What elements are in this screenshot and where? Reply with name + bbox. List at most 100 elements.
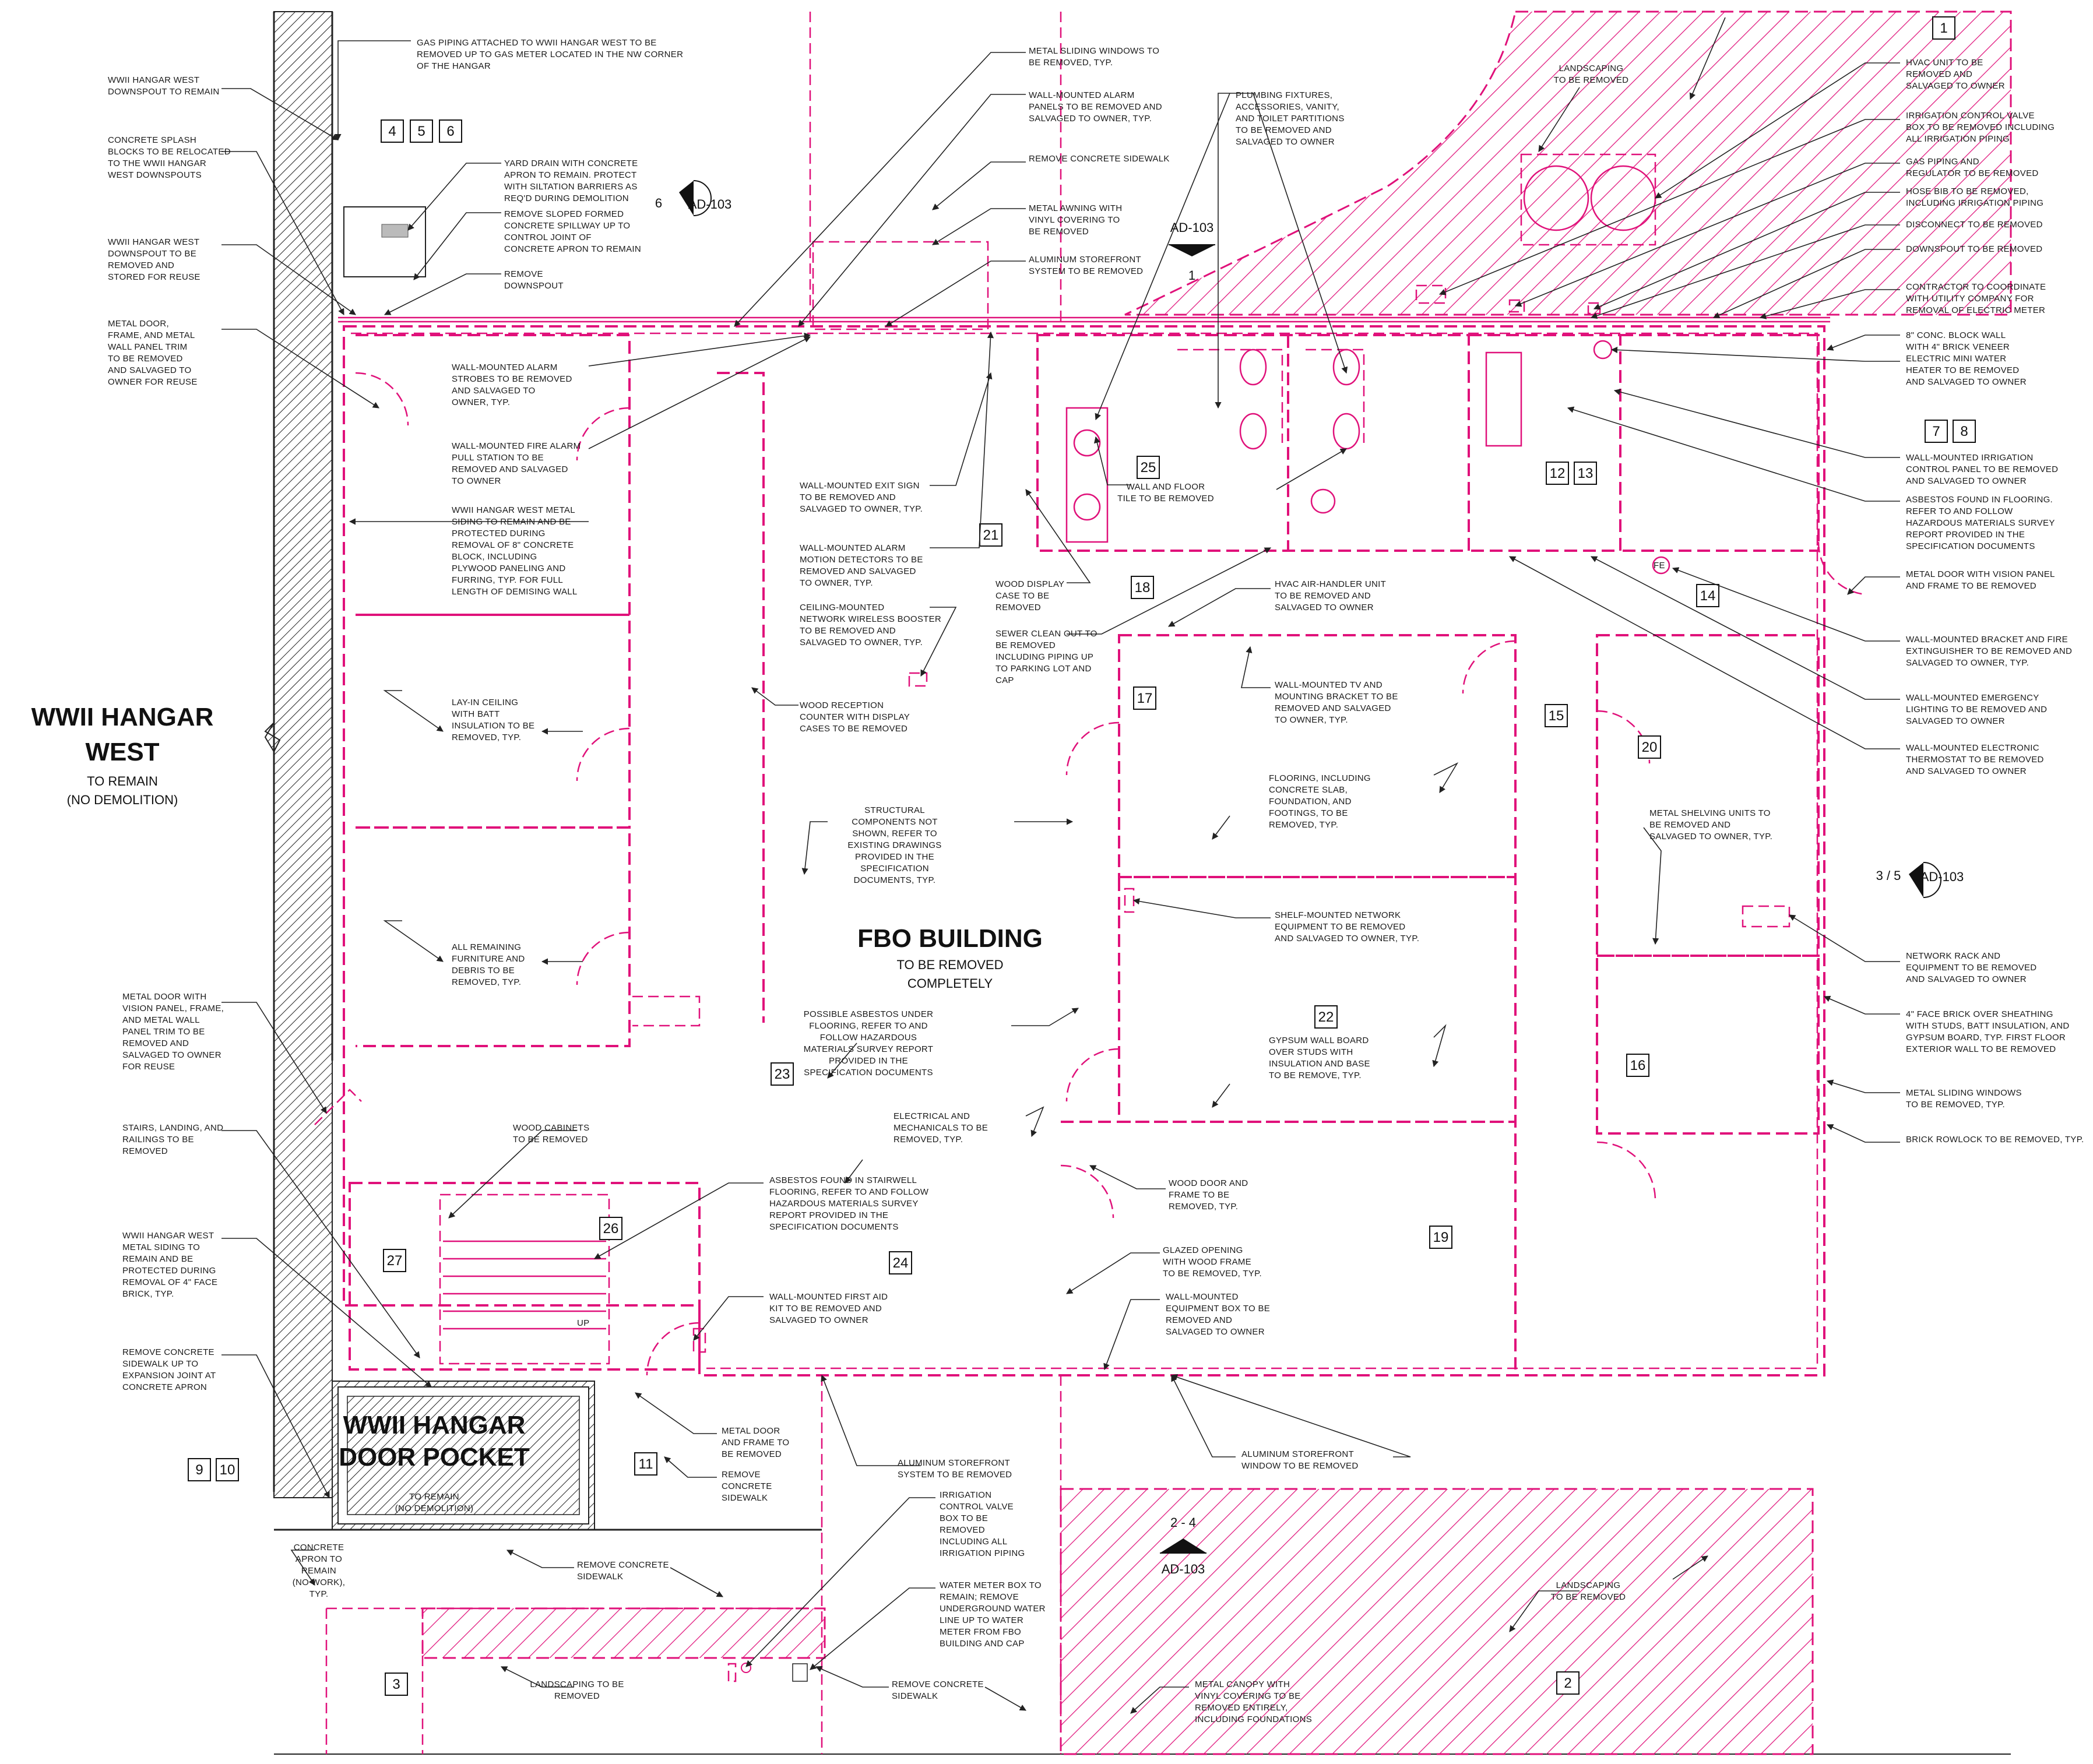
note-line: AND METAL WALL	[122, 1015, 200, 1025]
section-ref-sheet: AD-103	[1162, 1562, 1205, 1576]
note-line: PROTECTED DURING	[452, 529, 546, 538]
section-ref-bottom[interactable]: 2 - 4 AD-103	[1160, 1515, 1206, 1576]
fbo-building-label: FBO BUILDING TO BE REMOVED COMPLETELY	[857, 924, 1043, 991]
note-line: SIDEWALK	[577, 1572, 623, 1582]
note-line: SHOWN, REFER TO	[852, 829, 937, 839]
note-line: CONCRETE	[722, 1481, 772, 1491]
leader-line	[594, 1182, 764, 1259]
note-line: GAS PIPING ATTACHED TO WWII HANGAR WEST …	[417, 38, 657, 48]
note-line: BE REMOVED, TYP.	[1029, 58, 1113, 68]
note-line: HAZARDOUS MATERIALS SURVEY	[1906, 518, 2055, 528]
leader-line	[745, 1497, 935, 1667]
keynote-tag-9: 9	[188, 1458, 211, 1481]
note-line: (NO WORK),	[293, 1578, 346, 1587]
note-line: ALUMINUM STOREFRONT	[898, 1458, 1010, 1468]
leader-line	[1823, 995, 1900, 1015]
note-line: REMOVE	[504, 269, 543, 279]
note-line: HOSE BIB TO BE REMOVED,	[1906, 186, 2029, 196]
note-line: TO OWNER, TYP.	[1275, 715, 1348, 725]
note-line: MOTION DETECTORS TO BE	[800, 555, 923, 565]
leader-line	[221, 88, 339, 140]
leader-line	[383, 920, 444, 962]
fbo-title: FBO BUILDING	[857, 924, 1043, 953]
note-line: BLOCKS TO BE RELOCATED	[108, 147, 231, 157]
note-line: TO BE REMOVED AND	[800, 626, 896, 636]
leader-line	[1509, 1590, 1580, 1632]
note-line: SALVAGED TO OWNER	[1236, 137, 1335, 147]
note-line: REMOVED, TYP.	[894, 1135, 963, 1145]
section-ref-left[interactable]: 6 AD-103	[655, 180, 731, 216]
pocket-subtitle-2: (NO DEMOLITION)	[395, 1504, 474, 1513]
note-line: WOOD RECEPTION	[800, 700, 884, 710]
leader-line	[932, 161, 1026, 210]
pocket-title-line1: WWII HANGAR	[343, 1411, 526, 1439]
note-line: SPECIFICATION DOCUMENTS	[1906, 541, 2035, 551]
note-line: REQ'D DURING DEMOLITION	[504, 193, 629, 203]
note-line: AND SALVAGED TO OWNER	[1906, 476, 2027, 486]
note-line: DOWNSPOUT TO REMAIN	[108, 87, 220, 97]
keynote-tag-label: 27	[387, 1253, 403, 1269]
note-line: METAL SIDING TO	[122, 1242, 200, 1252]
note-line: SEWER CLEAN OUT TO	[996, 629, 1097, 639]
note-line: NETWORK WIRELESS BOOSTER	[800, 614, 941, 624]
note-line: OVER STUDS WITH	[1269, 1047, 1353, 1057]
keynote-tag-label: 26	[603, 1221, 619, 1237]
note-line: REMOVAL OF 4" FACE	[122, 1277, 217, 1287]
up-label: UP	[577, 1318, 589, 1328]
keynote-tag-box	[634, 1452, 657, 1476]
leader-line	[1168, 588, 1271, 627]
leader-line	[1759, 289, 1900, 319]
section-ref-top-center[interactable]: AD-103 1	[1169, 220, 1215, 283]
note-line: WITH WOOD FRAME	[1163, 1257, 1251, 1267]
note-line: BE REMOVED	[1029, 227, 1089, 237]
note-line: SPECIFICATION	[860, 864, 929, 874]
note-line: SALVAGED TO OWNER	[1275, 603, 1374, 612]
keynote-tag-box	[383, 1249, 406, 1272]
stair-treads	[443, 1240, 606, 1330]
leader-line	[1643, 827, 1662, 945]
note-line: 8" CONC. BLOCK WALL	[1906, 330, 2006, 340]
note-line: COUNTER WITH DISPLAY	[800, 712, 910, 722]
note-line: APRON TO REMAIN. PROTECT	[504, 170, 637, 180]
leader-line	[1789, 914, 1900, 962]
keynote-tag-12: 12	[1546, 462, 1569, 485]
keynote-tag-20: 20	[1638, 735, 1661, 759]
note-line: ALL REMAINING	[452, 942, 521, 952]
note-line: CONTROL JOINT OF	[504, 233, 592, 242]
note-line: METAL SLIDING WINDOWS	[1906, 1088, 2022, 1098]
keynote-tag-8: 8	[1953, 420, 1976, 443]
note-line: WALL-MOUNTED BRACKET AND FIRE	[1906, 635, 2068, 645]
keynote-tag-label: 11	[639, 1456, 653, 1472]
note-line: STAIRS, LANDING, AND	[122, 1123, 223, 1133]
note-line: METAL SHELVING UNITS TO	[1649, 808, 1771, 818]
leader-line	[1433, 762, 1459, 793]
note-line: FLOORING, REFER TO AND	[809, 1021, 928, 1031]
misc-items: FE UP	[577, 241, 1791, 1682]
note-line: DOWNSPOUT	[504, 281, 564, 291]
keynote-tag-box	[381, 119, 404, 143]
note-line: REMOVED	[554, 1691, 600, 1701]
note-line: WALL-MOUNTED FIRST AID	[769, 1292, 888, 1302]
note-line: TO OWNER	[452, 476, 501, 486]
note-line: STORED FOR REUSE	[108, 272, 200, 282]
leader-line	[1130, 1686, 1189, 1714]
note-line: REMOVED, TYP.	[1169, 1202, 1238, 1212]
note-line: WOOD CABINETS	[513, 1123, 589, 1133]
leader-lines	[221, 17, 1900, 1714]
note-line: BE REMOVED	[722, 1449, 782, 1459]
section-ref-right[interactable]: 3 / 5 AD-103	[1876, 862, 1964, 898]
section-ref-sheet: AD-103	[1170, 220, 1214, 235]
note-line: WALL-MOUNTED ELECTRONIC	[1906, 743, 2039, 753]
hangar-west-label: WWII HANGAR WEST TO REMAIN (NO DEMOLITIO…	[31, 703, 214, 807]
